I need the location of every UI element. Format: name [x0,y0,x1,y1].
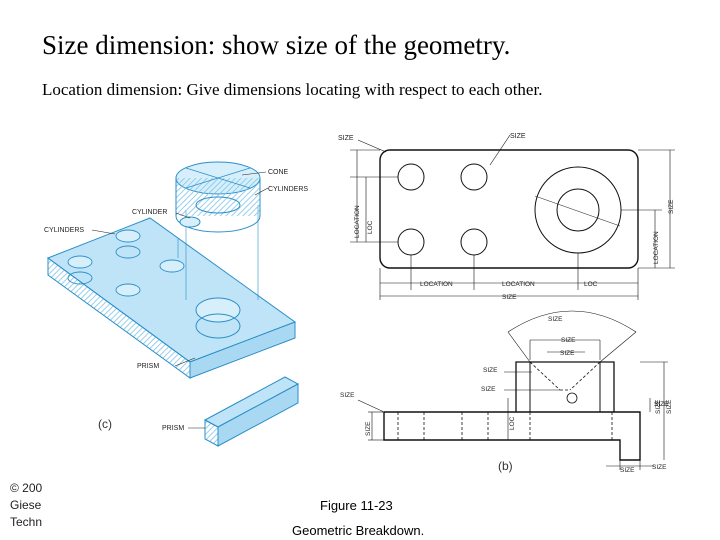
copyright-line: Giese [10,498,42,512]
copyright-block: © 200 Giese Techn [10,480,42,531]
label-size-left-outer: SIZE [340,392,355,399]
slide-subtitle: Location dimension: Give dimensions loca… [42,80,543,99]
copyright-line: Techn [10,515,43,529]
isometric-view: CONE CYLINDERS CYLINDER CYLINDERS PRISM … [44,161,308,447]
label-size-left-vert: SIZE [365,421,372,436]
label-size-right-2: SIZE [655,399,662,414]
copyright-line: © 200 [10,481,43,495]
label-size-right-1: SIZE [654,401,669,408]
label-location-b2: LOCATION [502,281,535,288]
label-size-lower: SIZE [481,386,496,393]
label-size-tr: SIZE [510,133,526,140]
figure-subcaption: Geometric Breakdown. [292,523,425,538]
label-size-wide: SIZE [561,337,576,344]
label-size-cone-left: SIZE [483,367,498,374]
label-size-bottom: SIZE [502,294,517,301]
label-part-c: (c) [98,417,112,431]
label-loc-left: LOC [367,220,374,234]
label-cone: CONE [268,169,289,176]
label-size-right: SIZE [668,199,675,214]
label-part-b: (b) [498,459,513,473]
label-loc-mid: LOC [509,416,516,430]
label-size-narrow: SIZE [560,350,575,357]
label-size-bottom-1: SIZE [620,467,635,474]
label-location-left: LOCATION [354,205,361,238]
label-prism: PRISM [137,363,159,370]
label-size-right-3: SIZE [666,399,673,414]
top-view [350,134,675,300]
label-cylinders-left: CYLINDERS [44,227,84,234]
slide-title: Size dimension: show size of the geometr… [42,30,511,60]
iso-prism-side [217,383,299,447]
label-loc-bottom: LOC [584,281,598,288]
label-size-arc: SIZE [548,316,563,323]
iso-plate-side [189,321,296,379]
label-cylinder: CYLINDER [132,209,167,216]
figure-caption: Figure 11-23 [320,498,393,513]
label-size-bottom-2: SIZE [652,464,667,471]
front-view [357,310,668,470]
label-prism-bottom: PRISM [162,425,184,432]
label-size-tl: SIZE [338,135,354,142]
label-cylinders-top: CYLINDERS [268,186,308,193]
label-location-b1: LOCATION [420,281,453,288]
label-location-right: LOCATION [653,231,660,264]
